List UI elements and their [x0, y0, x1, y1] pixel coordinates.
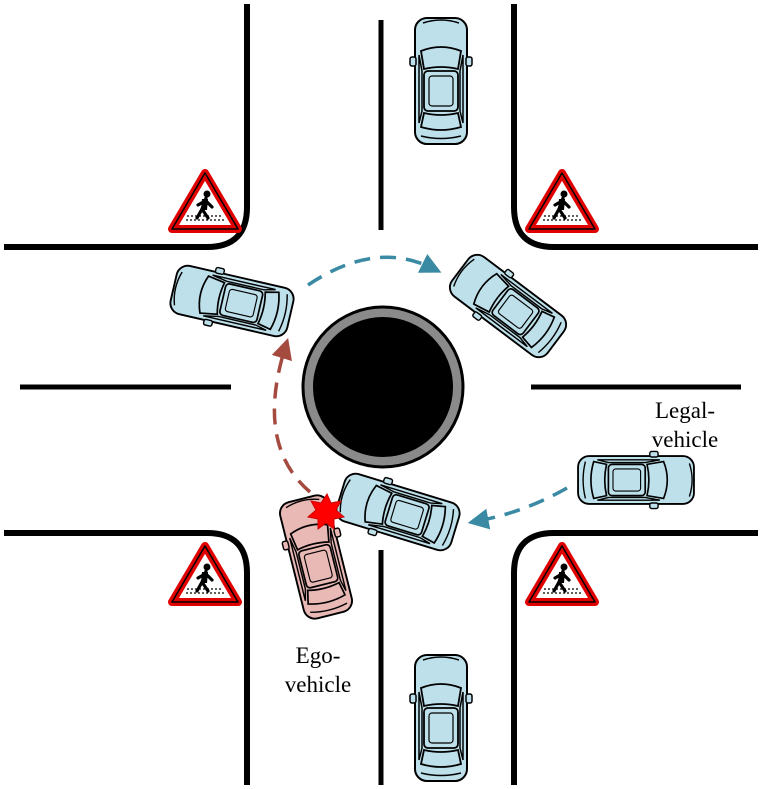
ego-vehicle-label: Ego- vehicle [268, 641, 368, 699]
pedestrian-crossing-sign-icon [172, 173, 238, 229]
legal-vehicle-label-line2: vehicle [651, 427, 719, 452]
legal-vehicle-car-icon [577, 450, 695, 510]
legal-vehicle-path-arrow-bottom [467, 486, 568, 530]
pedestrian-crossing-sign-icon [529, 546, 595, 602]
car-icon [331, 465, 465, 559]
road-edge-bottom-left [4, 530, 250, 785]
roundabout-island [301, 305, 465, 469]
car-icon [409, 654, 473, 782]
car-icon [441, 245, 575, 367]
legal-vehicle-label-line1: Legal- [654, 398, 715, 423]
car-icon [166, 257, 298, 345]
ego-vehicle-path-arrow [271, 337, 312, 494]
pedestrian-crossing-sign-icon [172, 546, 238, 602]
road-edges [4, 4, 758, 785]
collision-star-icon [306, 492, 346, 530]
ego-vehicle-label-line1: Ego- [295, 643, 341, 668]
ego-vehicle-label-line2: vehicle [284, 672, 352, 697]
legal-vehicle-label: Legal- vehicle [630, 396, 740, 454]
road-edge-top-right [511, 4, 758, 250]
pedestrian-crossing-sign-icon [529, 173, 595, 229]
car-icon [409, 17, 473, 145]
road-edge-bottom-right [511, 530, 758, 785]
lane-center-lines [20, 20, 741, 785]
legal-vehicle-path-arrow-top [307, 253, 442, 287]
road-edge-top-left [4, 4, 250, 250]
